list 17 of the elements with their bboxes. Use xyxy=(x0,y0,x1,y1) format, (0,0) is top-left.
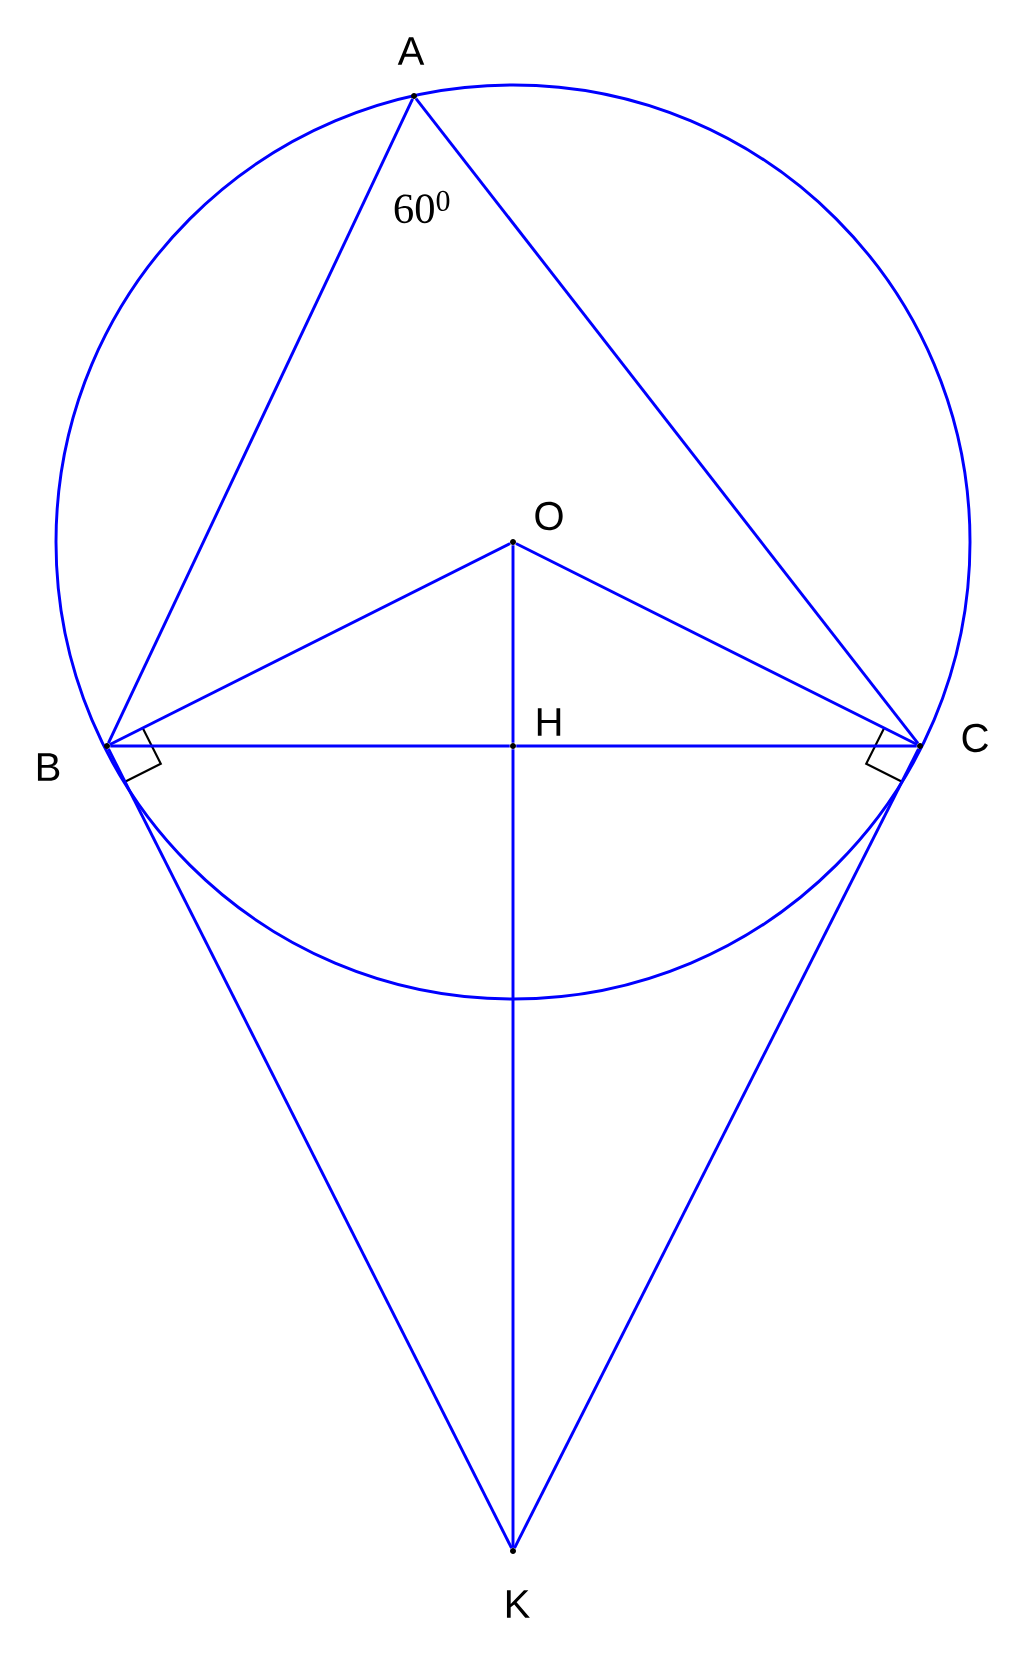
point-label: C xyxy=(917,723,988,753)
angle-label: 60$^{0}$ xyxy=(394,190,450,224)
line-segment xyxy=(110,744,510,748)
point-label: O xyxy=(510,501,563,545)
point-label: A xyxy=(397,37,425,99)
point-label: K xyxy=(506,1548,530,1618)
line-segment xyxy=(511,749,515,1548)
line-segment xyxy=(511,545,515,743)
line-segment xyxy=(107,748,513,1549)
line-segment xyxy=(107,98,414,744)
line-segment xyxy=(515,542,918,746)
point-label: B xyxy=(37,743,110,781)
line-segment xyxy=(516,744,917,748)
line-segment xyxy=(109,542,511,746)
point-label: H xyxy=(510,708,561,749)
line-segment xyxy=(513,748,920,1549)
line-segment xyxy=(414,97,920,745)
